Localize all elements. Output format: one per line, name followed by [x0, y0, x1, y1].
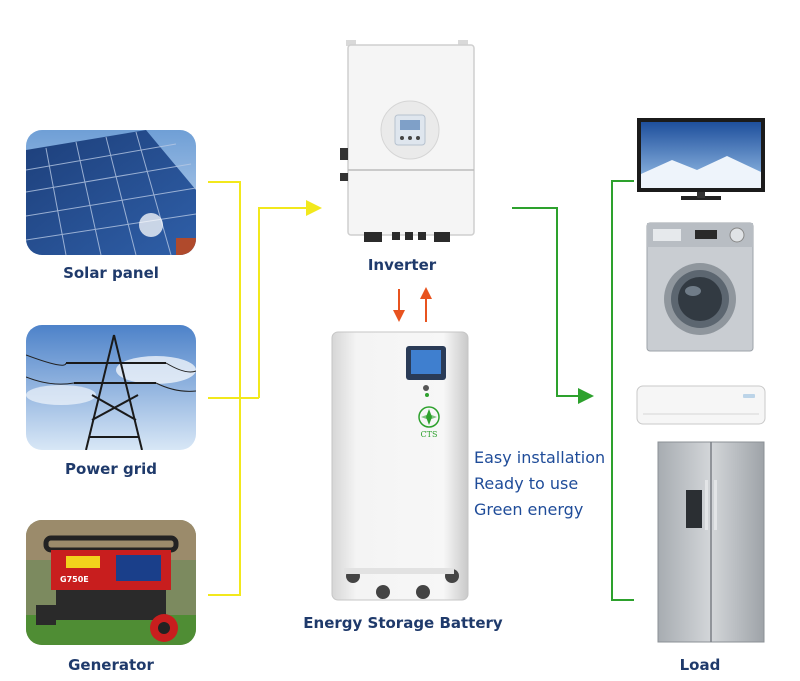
battery-label: Energy Storage Battery	[303, 614, 503, 632]
feature-list: Easy installation Ready to use Green ene…	[474, 445, 605, 523]
source-bus-lines	[208, 181, 310, 596]
inverter-label: Inverter	[367, 256, 437, 274]
load-label: Load	[679, 656, 721, 674]
battery-logo-text: CTS	[420, 430, 438, 439]
generator-panel-text: G750E	[60, 575, 89, 584]
solar-panel-image	[26, 130, 196, 255]
feature-item: Easy installation	[474, 448, 606, 467]
washing-machine-image	[645, 221, 757, 354]
yellow-arrow-head	[306, 200, 322, 216]
green-arrow-head	[578, 388, 594, 404]
power-grid-image	[26, 325, 196, 450]
battery-image: CTS	[328, 328, 474, 611]
power-grid-label: Power grid	[65, 460, 157, 478]
feature-item: Ready to use	[474, 474, 579, 493]
feature-item: Green energy	[474, 500, 584, 519]
air-conditioner-image	[635, 384, 767, 428]
generator-label: Generator	[68, 656, 154, 674]
battery-arrows	[393, 287, 432, 322]
solar-panel-label: Solar panel	[63, 264, 159, 282]
inverter-image	[330, 40, 490, 245]
load-bus-lines	[512, 180, 634, 601]
cts-leaf-icon	[418, 406, 440, 428]
generator-image: G750E	[26, 520, 196, 645]
refrigerator-image	[656, 440, 766, 646]
tv-image	[637, 118, 765, 202]
